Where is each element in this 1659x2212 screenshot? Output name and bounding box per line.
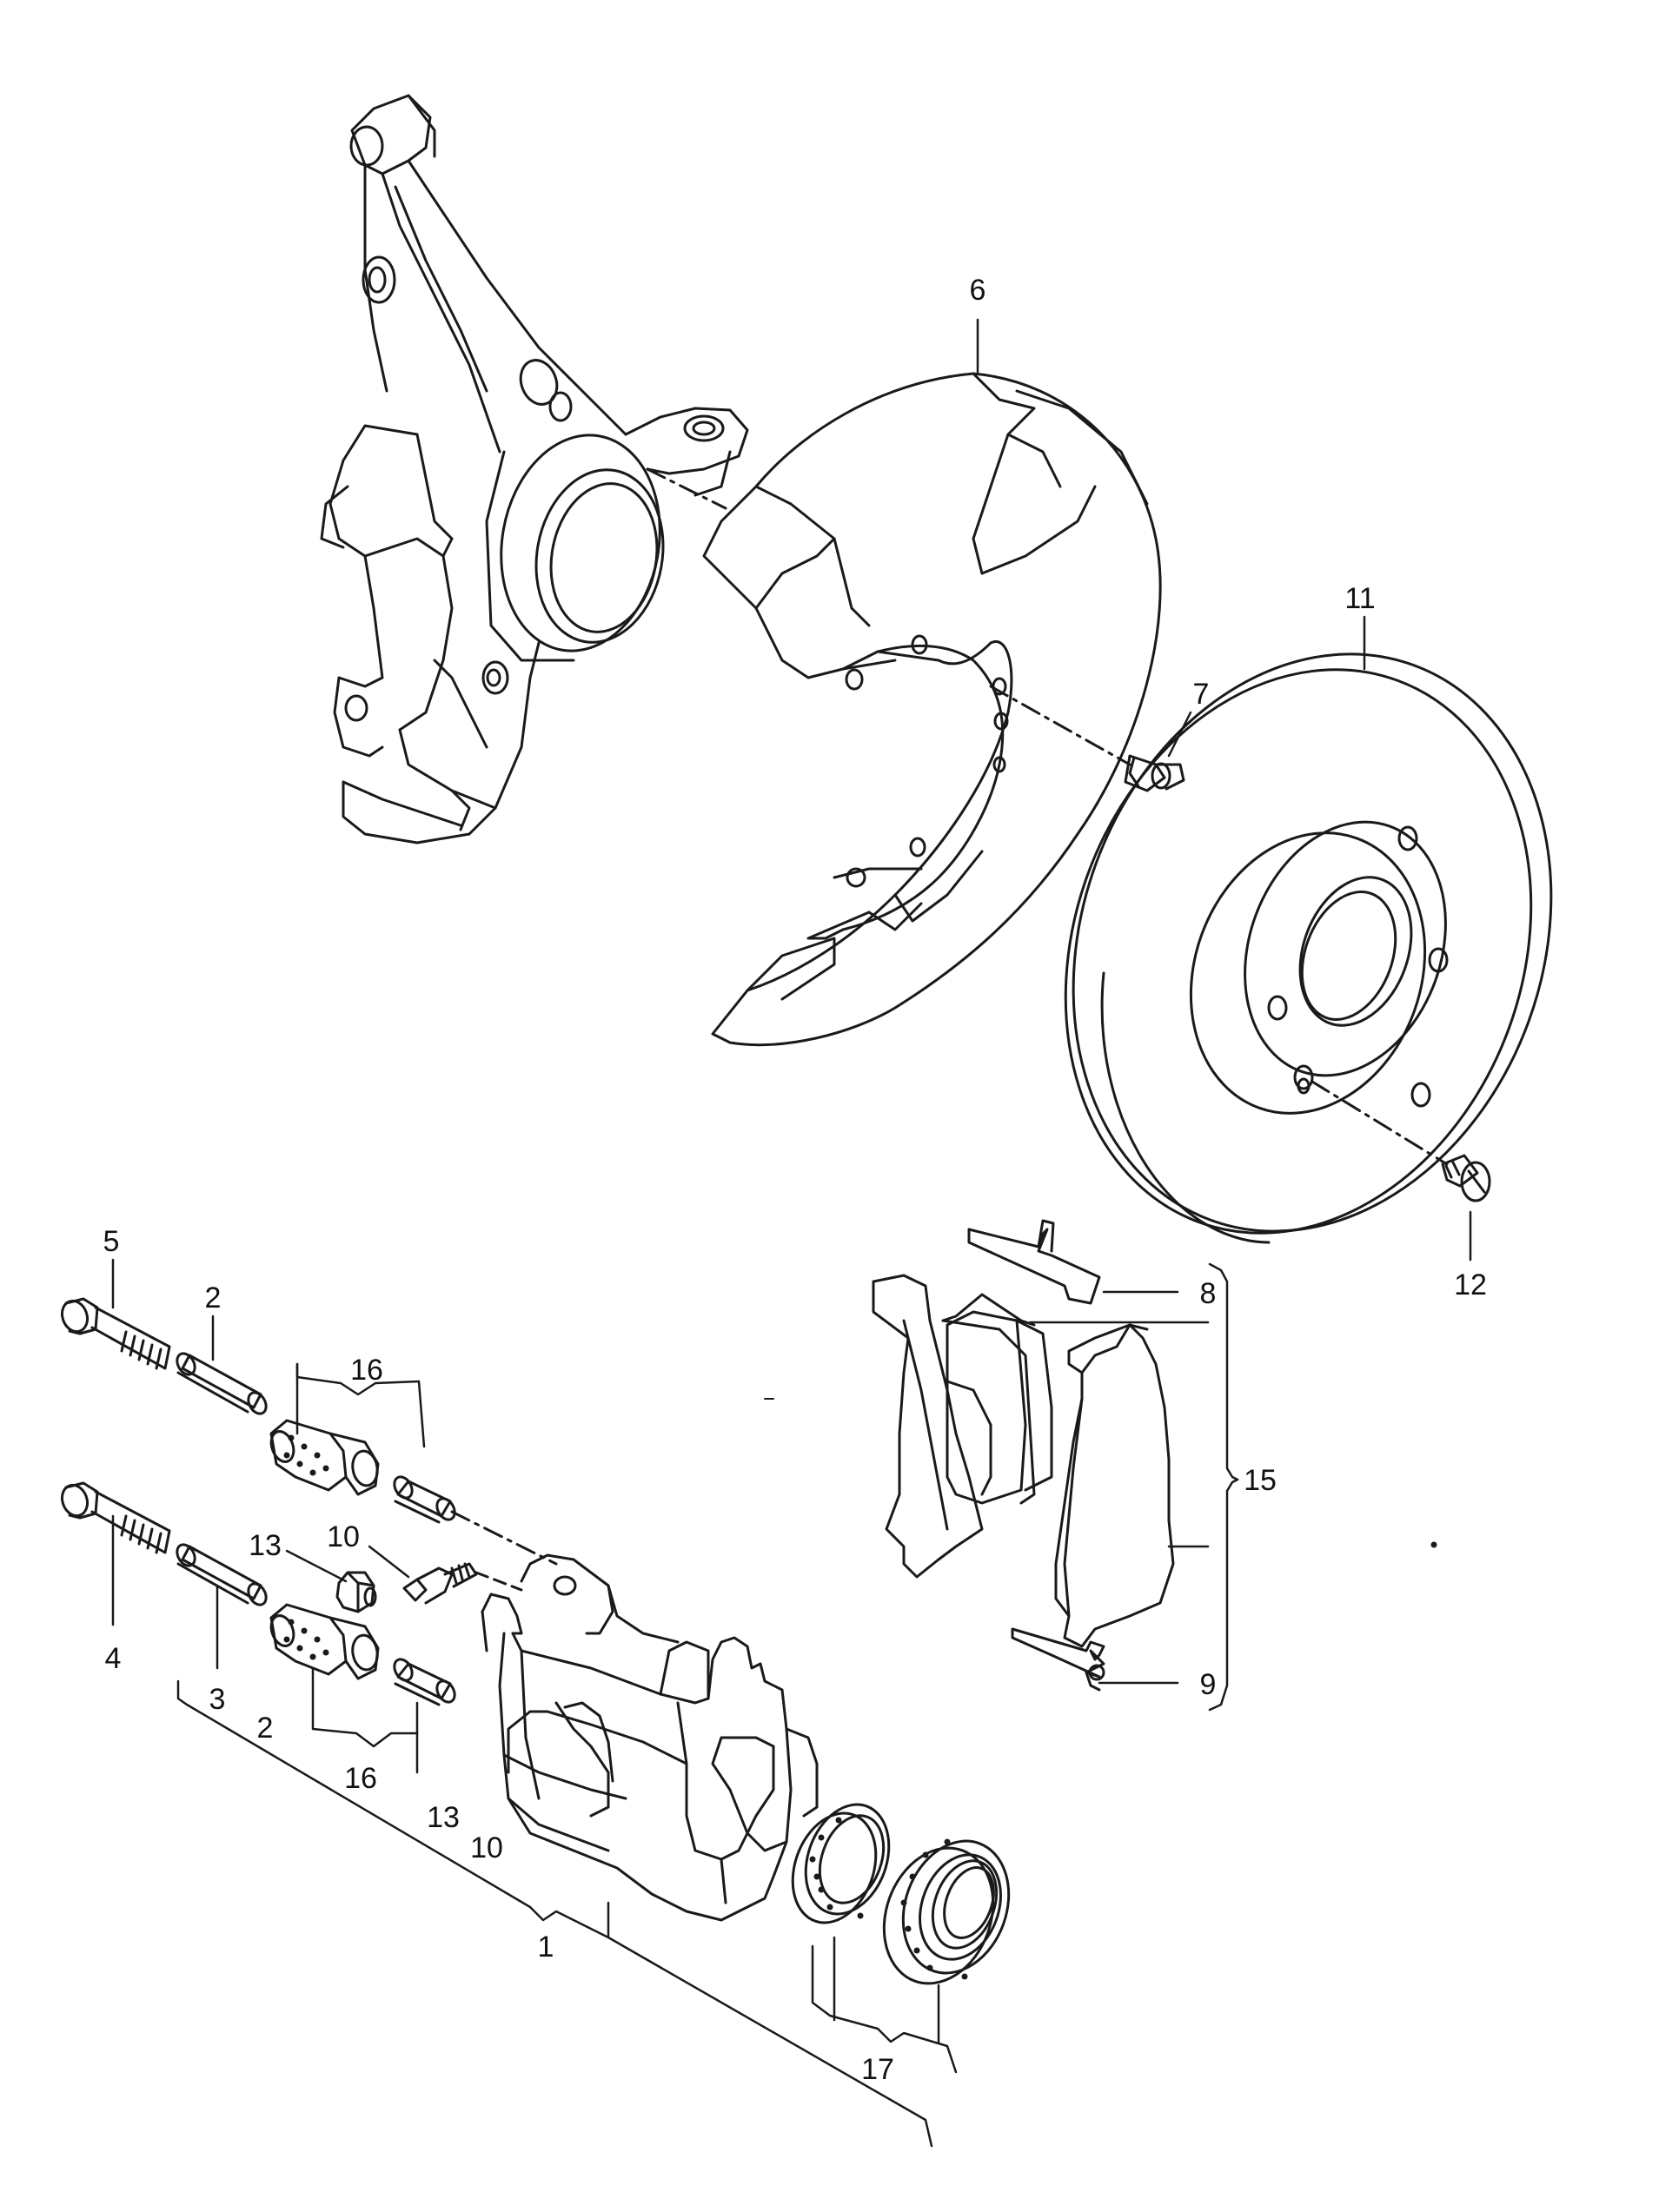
piston-dust-boot bbox=[866, 1826, 1026, 1999]
brake-pad-outer bbox=[873, 1275, 1034, 1577]
callout-15: 15 bbox=[1244, 1464, 1277, 1497]
callout-10-upper: 10 bbox=[327, 1520, 360, 1553]
guide-bolt-upper bbox=[58, 1297, 169, 1368]
shield-bolt bbox=[1125, 756, 1184, 791]
bleeder-cap bbox=[337, 1573, 375, 1612]
callout-6: 6 bbox=[970, 274, 986, 307]
callout-4: 4 bbox=[105, 1642, 122, 1675]
brake-splash-shield bbox=[704, 374, 1160, 1045]
disc-screw bbox=[1443, 1156, 1490, 1201]
guide-sleeve-upper bbox=[174, 1350, 270, 1417]
brake-caliper-housing bbox=[482, 1555, 817, 1920]
callout-12: 12 bbox=[1454, 1268, 1487, 1301]
callout-17: 17 bbox=[861, 2053, 894, 2086]
callout-5: 5 bbox=[103, 1225, 120, 1258]
callout-2-upper: 2 bbox=[205, 1282, 222, 1315]
centre-line-guide bbox=[450, 1510, 558, 1566]
callout-13-lower: 13 bbox=[427, 1801, 460, 1834]
callout-11: 11 bbox=[1344, 582, 1375, 615]
centre-line-bleeder bbox=[474, 1571, 523, 1592]
callout-2-lower: 2 bbox=[257, 1712, 274, 1745]
callout-16-lower: 16 bbox=[344, 1762, 377, 1795]
guide-boot-upper bbox=[268, 1421, 381, 1494]
callout-10-lower: 10 bbox=[470, 1831, 503, 1864]
guide-sleeve-short-upper bbox=[391, 1474, 459, 1523]
pad-spring-upper bbox=[969, 1221, 1099, 1303]
guide-sleeve-lower bbox=[174, 1541, 270, 1608]
pad-spring-lower bbox=[1012, 1629, 1104, 1690]
centre-line-bolt-7 bbox=[989, 685, 1131, 766]
brake-pad-inner bbox=[1056, 1325, 1173, 1646]
callout-9: 9 bbox=[1200, 1668, 1217, 1701]
callout-8: 8 bbox=[1200, 1277, 1217, 1310]
brake-pad-lining bbox=[947, 1312, 1052, 1503]
guide-sleeve-short-lower bbox=[391, 1656, 459, 1705]
steering-knuckle bbox=[322, 96, 747, 843]
callout-16-upper: 16 bbox=[350, 1354, 383, 1387]
callout-3: 3 bbox=[209, 1683, 226, 1716]
guide-boot-lower bbox=[268, 1605, 381, 1679]
centre-line-knuckle bbox=[646, 467, 727, 510]
callout-1: 1 bbox=[538, 1931, 554, 1964]
callout-13-upper: 13 bbox=[249, 1529, 282, 1562]
callout-7: 7 bbox=[1193, 678, 1210, 711]
guide-bolt-lower bbox=[58, 1481, 169, 1553]
bleeder-valve bbox=[404, 1564, 476, 1603]
centre-line-screw-12 bbox=[1311, 1080, 1449, 1166]
brake-disc bbox=[989, 586, 1629, 1299]
leader-lines bbox=[111, 318, 1472, 2148]
piston-seal-ring bbox=[778, 1793, 903, 1935]
scan-dot bbox=[1430, 1541, 1437, 1548]
